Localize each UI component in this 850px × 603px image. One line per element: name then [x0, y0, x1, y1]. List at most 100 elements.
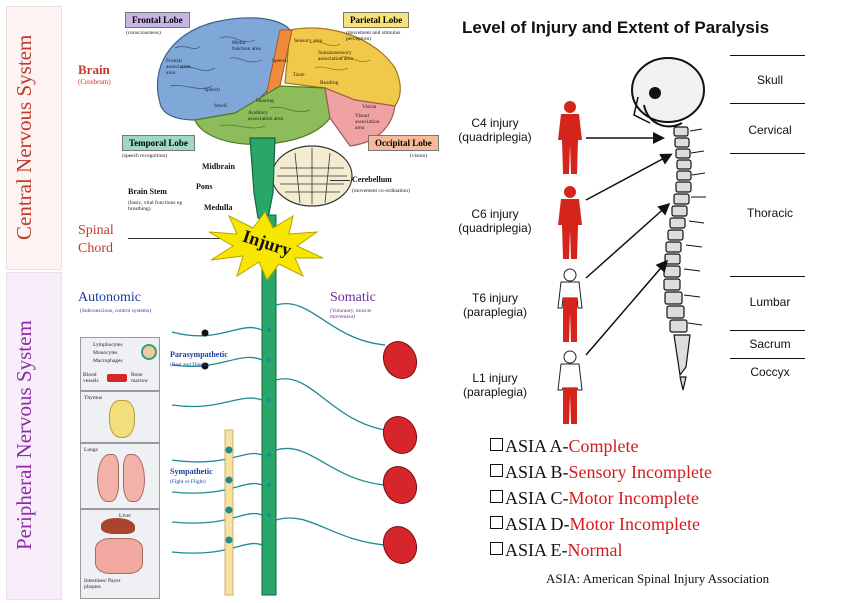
occipital-lobe-tag: Occipital Lobe — [368, 135, 439, 151]
liver-label: Liver — [119, 513, 131, 519]
frontal-lobe-note: (consciousness) — [126, 30, 161, 36]
medulla-label: Medulla — [204, 203, 233, 212]
brain-area-label: Frontal association area — [166, 58, 191, 76]
asia-desc: Complete — [568, 436, 639, 456]
brain-area-label: Vision — [362, 104, 377, 110]
brain-area-label: Motor function area — [232, 40, 261, 52]
right-panel: Level of Injury and Extent of Paralysis — [440, 0, 850, 603]
lung-right-icon — [123, 454, 145, 502]
segment-label-lumbar: Lumbar — [749, 295, 791, 309]
brain-area-label: Smell — [214, 103, 227, 109]
muscle-shape — [382, 526, 418, 564]
injury-arrows — [585, 132, 673, 356]
muscle-shape — [382, 416, 418, 454]
injury-type: (paraplegia) — [462, 305, 528, 319]
occipital-lobe-note: (vision) — [410, 153, 428, 159]
segment-divider — [730, 103, 805, 104]
autonomic-note: (Subconscious, control systems) — [80, 308, 152, 314]
brain-area-label: Hearing — [256, 98, 274, 104]
intestines-label: Intestines/ Payer plaques — [84, 578, 121, 590]
injury-burst-icon — [208, 211, 324, 280]
injury-level-label: C4 injury (quadriplegia) — [440, 116, 550, 144]
segment-divider — [730, 276, 805, 277]
pns-sidebar — [6, 272, 62, 600]
immune-label: Lymphocytes — [93, 342, 123, 348]
brain-area-label: Sensory area — [294, 38, 323, 44]
checkbox-icon — [490, 542, 503, 555]
brain-subtitle: (Cerebrum) — [78, 78, 111, 86]
segment-divider — [730, 153, 805, 154]
cerebellum-pointer — [330, 180, 350, 181]
segment-label-skull: Skull — [756, 73, 783, 87]
somatic-title: Somatic — [330, 290, 376, 305]
brain-area-label: Reading — [320, 80, 339, 86]
brain-area-label: Speech — [272, 58, 288, 64]
checkbox-icon — [490, 438, 503, 451]
checkbox-icon — [490, 490, 503, 503]
brain-area-label: Somatosensory association area — [318, 50, 353, 62]
parietal-lobe-tag: Parietal Lobe — [343, 12, 410, 28]
muscle-shape — [382, 466, 418, 504]
organ-panel-lungs: Lungs — [80, 443, 160, 509]
frontal-lobe-tag: Frontal Lobe — [125, 12, 190, 28]
injury-level-label: L1 injury (paraplegia) — [440, 371, 550, 399]
injury-level: L1 injury — [472, 371, 518, 385]
autonomic-title: Autonomic — [78, 290, 141, 305]
somatic-note: (Voluntary, muscle movement) — [330, 308, 372, 320]
blood-cells-icon — [107, 374, 127, 382]
nervous-system-illustration — [171, 214, 418, 596]
segment-label-cervical: Cervical — [748, 123, 792, 137]
immune-label: Monocytes — [93, 350, 118, 356]
skull-shape — [631, 57, 705, 123]
injury-level-label: T6 injury (paraplegia) — [440, 291, 550, 319]
organ-panel-immune: Lymphocytes Monocytes Macrophages Blood … — [80, 337, 160, 391]
pons-label: Pons — [196, 182, 213, 191]
cell-icon — [141, 344, 157, 360]
body-figure-l1 — [557, 350, 583, 424]
asia-desc: Motor Incomplete — [568, 488, 699, 508]
brain-area-label: Visual association area — [355, 113, 380, 131]
organ-panel-digestive: Liver Intestines/ Payer plaques — [80, 509, 160, 599]
injury-level: T6 injury — [471, 291, 518, 305]
immune-label: Bone marrow — [131, 372, 149, 384]
brain-area-label: Taste — [293, 72, 305, 78]
brain-area-label: Speech — [204, 87, 220, 93]
pns-region — [0, 270, 440, 603]
parasympathetic-note: (Rest and Digest) — [170, 362, 209, 368]
cerebellum-label: Cerebellum — [352, 175, 392, 184]
liver-icon — [101, 518, 135, 534]
segment-divider — [730, 330, 805, 331]
body-figure-c6 — [558, 186, 582, 259]
asia-footnote: ASIA: American Spinal Injury Association — [546, 571, 770, 586]
segment-divider — [730, 358, 805, 359]
asia-desc: Normal — [567, 540, 623, 560]
organ-panel-thymus: Thymus — [80, 391, 160, 443]
temporal-lobe-tag: Temporal Lobe — [122, 135, 195, 151]
asia-item-d: ASIA D-Motor Incomplete — [490, 514, 700, 534]
asia-item-c: ASIA C-Motor Incomplete — [490, 488, 699, 508]
lungs-label: Lungs — [84, 447, 98, 453]
parietal-lobe-note: (movement and stimulus perception) — [346, 30, 401, 42]
asia-item-b: ASIA B-Sensory Incomplete — [490, 462, 712, 482]
checkbox-icon — [490, 464, 503, 477]
left-panel: Central Nervous System Peripheral Nervou… — [0, 6, 440, 603]
frontal-lobe-shape — [156, 17, 291, 121]
asia-desc: Sensory Incomplete — [568, 462, 712, 482]
injury-type: (quadriplegia) — [458, 221, 532, 235]
occipital-lobe-shape — [324, 87, 396, 147]
thymus-label: Thymus — [84, 395, 103, 401]
asia-item-e: ASIA E-Normal — [490, 540, 622, 560]
spinal-cord-label: Spinal Chord — [78, 223, 114, 256]
right-panel-title: Level of Injury and Extent of Paralysis — [462, 18, 770, 37]
sympathetic-title: Sympathetic — [170, 467, 213, 476]
asia-item-a: ASIA A-Complete — [490, 436, 639, 456]
injury-level: C4 injury — [471, 116, 519, 130]
injury-level: C6 injury — [471, 207, 519, 221]
cns-sidebar — [6, 6, 62, 270]
body-figure-t6 — [557, 268, 583, 342]
temporal-lobe-note: (speech recognition) — [122, 153, 168, 159]
segment-label-thoracic: Thoracic — [746, 206, 793, 220]
brain-area-label: Auditory association area — [248, 110, 283, 122]
brain-title: Brain — [78, 62, 110, 77]
muscle-shape — [382, 341, 418, 379]
